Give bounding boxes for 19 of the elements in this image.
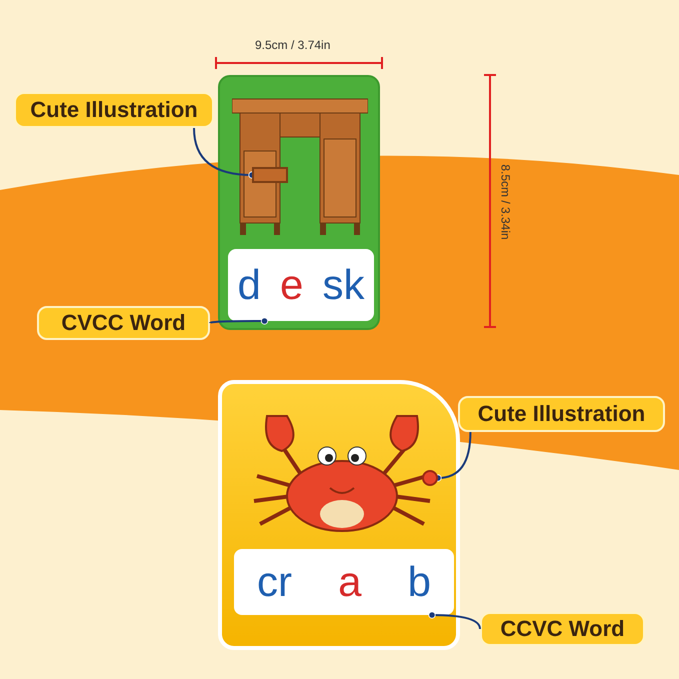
word-letters: sk bbox=[322, 261, 364, 309]
callout-label: Cute Illustration bbox=[458, 396, 665, 432]
word-letters: e bbox=[280, 261, 304, 309]
callout-label: Cute Illustration bbox=[14, 92, 214, 128]
word-letters: a bbox=[338, 558, 362, 606]
callout-label: CVCC Word bbox=[37, 306, 210, 340]
word-panel bbox=[234, 549, 454, 615]
drawer-picture bbox=[252, 167, 288, 183]
word-letters: cr bbox=[257, 558, 292, 606]
word-panel bbox=[228, 249, 374, 321]
crab-claw-picture bbox=[422, 470, 438, 486]
puzzle-card bbox=[218, 380, 460, 650]
dimension-label: 8.5cm / 3.34in bbox=[498, 164, 513, 240]
word-letters: b bbox=[408, 558, 431, 606]
word-letters: d bbox=[238, 261, 261, 309]
dimension-label: 9.5cm / 3.74in bbox=[255, 38, 330, 52]
leader-line bbox=[428, 611, 481, 630]
puzzle-card bbox=[218, 75, 380, 330]
callout-label: CCVC Word bbox=[480, 612, 645, 646]
